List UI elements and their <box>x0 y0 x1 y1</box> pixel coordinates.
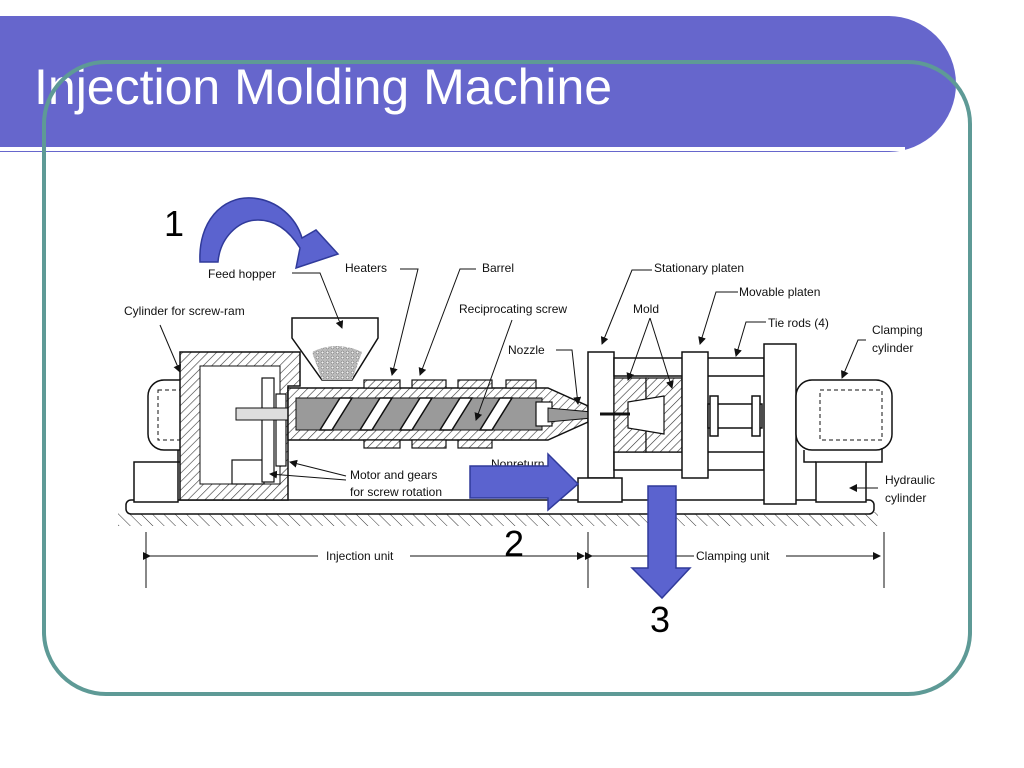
label-movable-platen: Movable platen <box>739 285 820 299</box>
label-mold: Mold <box>633 302 659 316</box>
control-box <box>133 461 179 503</box>
hydraulic-cylinder <box>803 448 883 503</box>
movable-platen <box>681 351 709 479</box>
label-clamping-cylinder-line1: Clamping <box>872 323 923 337</box>
label-tie-rods: Tie rods (4) <box>768 316 829 330</box>
diagram-labels: Feed hopper Heaters Barrel Stationary pl… <box>124 261 935 563</box>
label-hydraulic-cylinder-line1: Hydraulic <box>885 473 935 487</box>
clamping-cylinder <box>795 379 893 451</box>
slide-title: Injection Molding Machine <box>34 59 613 115</box>
step-number-3: 3 <box>650 599 670 640</box>
right-arrow-step2 <box>469 452 580 512</box>
screw-shaft <box>235 407 289 421</box>
down-arrow-step3 <box>630 485 692 600</box>
step-number-1: 1 <box>164 203 184 244</box>
label-stationary-platen: Stationary platen <box>654 261 744 275</box>
label-motor-gears-line1: Motor and gears <box>350 468 437 482</box>
motor-and-gears <box>231 377 287 485</box>
step-arrows <box>199 197 692 600</box>
rear-platen <box>763 343 797 505</box>
dimension-lines <box>143 532 885 588</box>
label-motor-gears-line2: for screw rotation <box>350 485 442 499</box>
stationary-platen <box>577 351 623 503</box>
label-heaters: Heaters <box>345 261 387 275</box>
label-feed-hopper: Feed hopper <box>208 267 276 281</box>
clamp-ram <box>707 395 763 437</box>
label-cylinder-screw-ram: Cylinder for screw-ram <box>124 304 245 318</box>
label-barrel: Barrel <box>482 261 514 275</box>
barrel <box>287 387 593 441</box>
label-hydraulic-cylinder-line2: cylinder <box>885 491 926 505</box>
machine-base <box>118 499 878 526</box>
step-numbers: 1 2 3 <box>164 203 670 640</box>
content-frame <box>42 60 972 696</box>
label-clamping-unit: Clamping unit <box>696 549 770 563</box>
label-clamping-cylinder-line2: cylinder <box>872 341 913 355</box>
label-nozzle: Nozzle <box>508 343 545 357</box>
mold <box>600 377 683 453</box>
label-injection-unit: Injection unit <box>326 549 394 563</box>
title-bar: Injection Molding Machine <box>0 16 956 152</box>
title-underline <box>0 147 905 151</box>
curved-arrow-step1 <box>199 197 340 270</box>
label-reciprocating-screw: Reciprocating screw <box>459 302 567 316</box>
step-number-2: 2 <box>504 523 524 564</box>
heaters <box>363 379 537 449</box>
feed-hopper <box>291 317 379 381</box>
leader-lines <box>159 268 878 492</box>
